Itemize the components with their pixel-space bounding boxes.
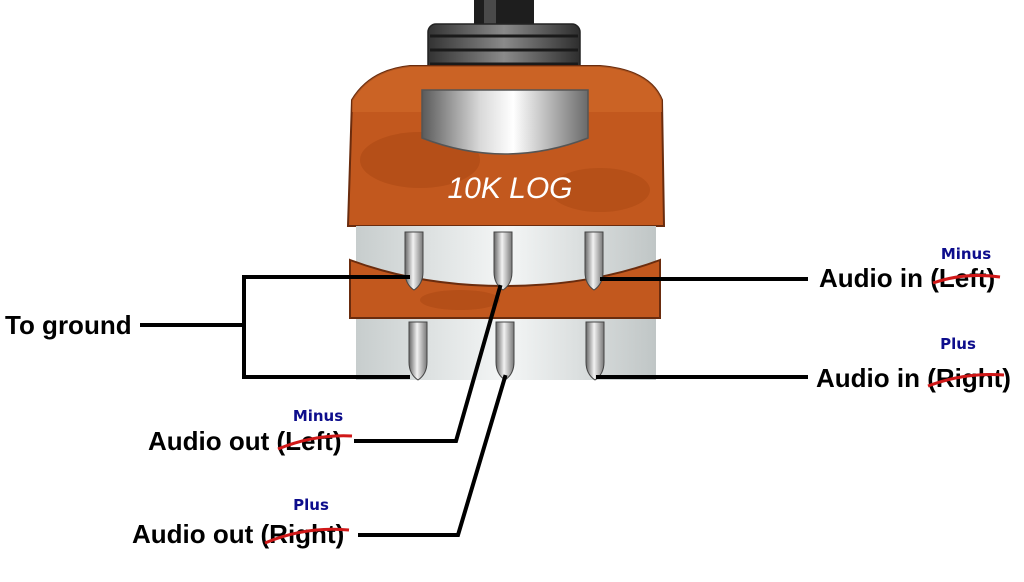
audio-in-right-label: Plus Audio in (Right)	[816, 335, 1011, 393]
pot-collar	[421, 89, 589, 155]
svg-text:Audio in (Left): Audio in (Left)	[819, 263, 995, 293]
pin-wiper-lower	[495, 321, 515, 381]
audio-out-left-wire	[354, 284, 503, 443]
pot-label: 10K LOG	[447, 172, 572, 205]
strike-mark	[264, 527, 350, 545]
pin-audio-in-right	[585, 321, 605, 381]
audio-out-right-wire	[358, 374, 508, 537]
pin-audio-out-left-upper	[404, 231, 424, 291]
wires	[140, 275, 808, 537]
svg-text:Audio out (Right): Audio out (Right)	[132, 519, 344, 549]
audio-out-left-label: Minus Audio out (Left)	[148, 407, 353, 456]
audio-in-left-label: Minus Audio in (Left)	[819, 245, 1001, 293]
audio-in-right-note: Plus	[940, 335, 976, 353]
audio-out-right-label: Plus Audio out (Right)	[132, 496, 350, 549]
audio-in-right-struck: (Right	[927, 363, 1002, 393]
strike-mark	[927, 373, 1005, 388]
audio-out-right-note: Plus	[293, 496, 329, 514]
pin-ground-lower	[408, 321, 428, 381]
svg-text:Audio out (Left): Audio out (Left)	[148, 426, 342, 456]
pin-audio-in-left	[584, 231, 604, 291]
to-ground-label: To ground	[5, 310, 132, 340]
strike-mark	[932, 273, 1001, 285]
audio-in-left-note: Minus	[941, 245, 991, 263]
pin-wiper-upper	[493, 231, 513, 291]
audio-out-left-note: Minus	[293, 407, 343, 425]
strike-mark	[277, 434, 353, 451]
svg-text:Audio in (Right): Audio in (Right)	[816, 363, 1011, 393]
